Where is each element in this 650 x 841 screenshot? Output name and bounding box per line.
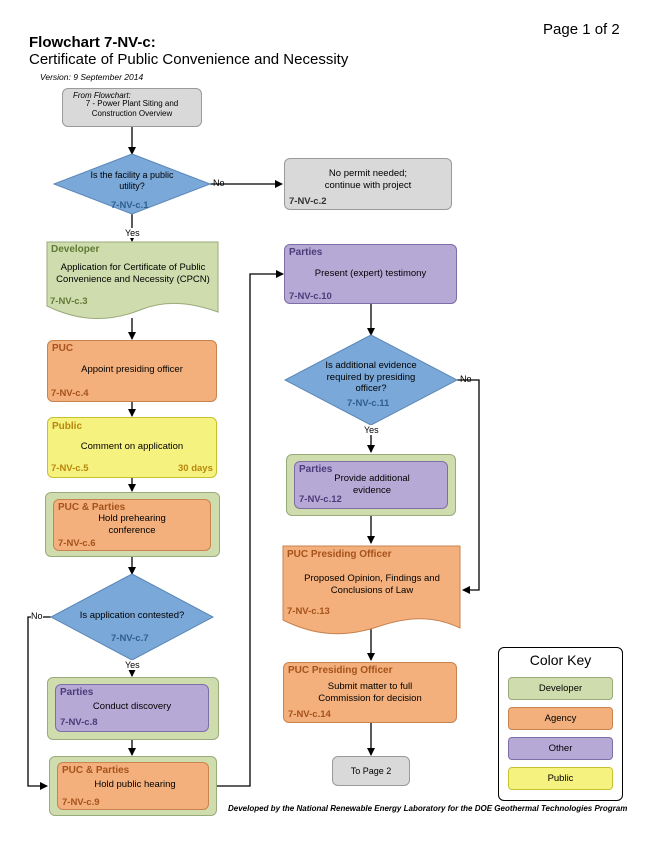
- decision-d1-shape: [52, 153, 212, 215]
- node-n8[interactable]: [55, 684, 209, 732]
- key-other-label: Other: [548, 743, 573, 754]
- page-subtitle: Certificate of Public Convenience and Ne…: [29, 51, 349, 68]
- node-n4[interactable]: [47, 340, 217, 402]
- decision-d11-id: 7-NV-c.11: [347, 398, 390, 409]
- edge-label-yes-d7: Yes: [125, 660, 140, 670]
- key-developer-label: Developer: [538, 683, 583, 694]
- node-n13-caption: PUC Presiding Officer: [287, 549, 392, 560]
- key-public-label: Public: [547, 773, 574, 784]
- decision-d7-text: Is application contested?: [79, 610, 185, 621]
- node-n3-caption: Developer: [51, 244, 100, 255]
- node-n14-text: Submit matter to full Commission for dec…: [318, 681, 422, 704]
- node-n6[interactable]: [53, 499, 211, 551]
- node-n14-caption: PUC Presiding Officer: [288, 665, 393, 676]
- edge-label-no-d7: No: [31, 611, 43, 621]
- node-n6-text: Hold prehearing conference: [98, 513, 166, 536]
- node-n10-id: 7-NV-c.10: [289, 291, 332, 302]
- node-n2-id: 7-NV-c.2: [289, 196, 327, 207]
- color-key-title: Color Key: [529, 652, 592, 668]
- to-page-2-text: To Page 2: [350, 766, 392, 776]
- from-flowchart-box[interactable]: [62, 88, 202, 127]
- node-n10[interactable]: [284, 244, 457, 304]
- edge-n9-n10: [216, 270, 284, 787]
- page-title: Flowchart 7-NV-c:: [29, 34, 156, 51]
- node-n4-id: 7-NV-c.4: [51, 388, 89, 399]
- key-developer: [508, 677, 613, 700]
- key-agency: [508, 707, 613, 730]
- node-n9-caption: PUC & Parties: [62, 765, 130, 776]
- node-n4-text: Appoint presiding officer: [81, 364, 183, 375]
- node-n2[interactable]: [284, 158, 452, 210]
- node-n9[interactable]: [57, 762, 209, 810]
- node-n5[interactable]: [47, 417, 217, 478]
- node-n5-caption: Public: [52, 421, 83, 432]
- decision-d1-id: 7-NV-c.1: [111, 200, 149, 211]
- node-n13-id: 7-NV-c.13: [287, 606, 330, 617]
- node-n10-text: Present (expert) testimony: [314, 268, 427, 279]
- decision-d1-text: Is the facility a public utility?: [90, 170, 174, 191]
- node-n6-caption: PUC & Parties: [58, 502, 126, 513]
- node-n9-text: Hold public hearing: [94, 779, 176, 790]
- key-agency-label: Agency: [544, 713, 577, 724]
- edge-label-no-d1: No: [213, 178, 225, 188]
- version: Version: 9 September 2014: [40, 72, 144, 82]
- node-n2-text: No permit needed; continue with project: [324, 168, 412, 191]
- node-n3-id: 7-NV-c.3: [50, 296, 88, 307]
- node-n10-caption: Parties: [289, 247, 323, 258]
- node-n5-id: 7-NV-c.5: [51, 463, 89, 474]
- node-n5-text: Comment on application: [80, 441, 184, 452]
- node-n8-id: 7-NV-c.8: [60, 717, 98, 728]
- to-page-2-box[interactable]: [332, 756, 410, 786]
- node-n12-caption: Parties: [299, 464, 333, 475]
- node-n8-caption: Parties: [60, 687, 94, 698]
- page-number: Page 1 of 2: [543, 21, 620, 38]
- edge-label-yes-d1: Yes: [125, 228, 140, 238]
- edge-d11-n13-no: [457, 379, 480, 594]
- node-n8-text: Conduct discovery: [92, 701, 172, 712]
- node-n12-text: Provide additional evidence: [334, 473, 410, 496]
- footer-credit: Developed by the National Renewable Ener…: [228, 804, 628, 813]
- node-n3-shape: [46, 241, 219, 319]
- from-flowchart-text: 7 - Power Plant Siting and Construction …: [85, 99, 179, 118]
- decision-d11-text: Is additional evidence required by presi…: [325, 360, 417, 394]
- node-n4-caption: PUC: [52, 343, 74, 354]
- node-n9-id: 7-NV-c.9: [62, 797, 100, 808]
- from-flowchart-label: From Flowchart:: [73, 91, 131, 100]
- node-n12-id: 7-NV-c.12: [299, 494, 342, 505]
- node-n14[interactable]: [283, 662, 457, 723]
- node-n5-duration: 30 days: [178, 463, 213, 474]
- node-n6-id: 7-NV-c.6: [58, 538, 96, 549]
- node-n13-shape: [282, 545, 461, 635]
- key-other: [508, 737, 613, 760]
- node-n12[interactable]: [294, 461, 448, 509]
- edge-label-yes-d11: Yes: [364, 425, 379, 435]
- key-public: [508, 767, 613, 790]
- node-n13-text: Proposed Opinion, Findings and Conclusio…: [304, 573, 440, 596]
- node-n14-id: 7-NV-c.14: [288, 709, 331, 720]
- decision-d7-id: 7-NV-c.7: [111, 633, 149, 644]
- node-n3-text: Application for Certificate of Public Co…: [56, 262, 210, 285]
- edge-label-no-d11: No: [460, 374, 472, 384]
